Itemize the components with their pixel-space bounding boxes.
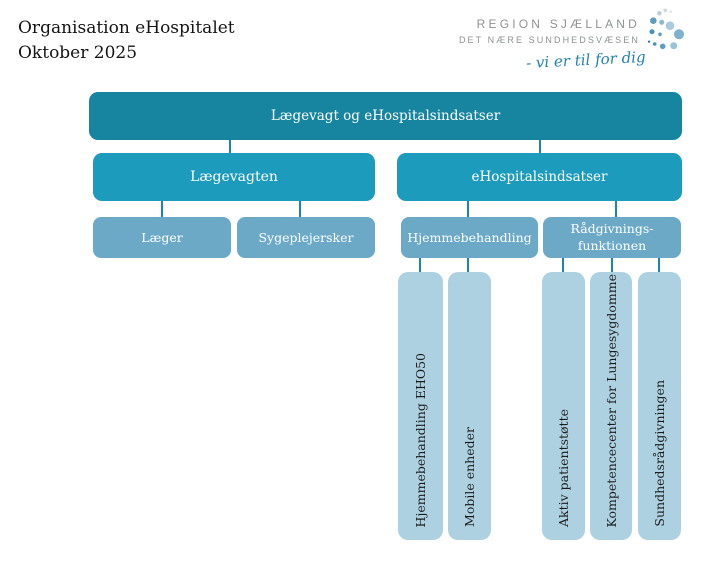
connector-line (419, 257, 421, 273)
connector-line (615, 200, 617, 218)
logo-dots-icon (647, 8, 684, 50)
org-box-sygeplejersker: Sygeplejersker (237, 217, 375, 258)
page-title-line1: Organisation eHospitalet (18, 18, 235, 38)
org-column-aktiv-patientstoette: Aktiv patientstøtte (542, 272, 585, 540)
org-column-label: Mobile enheder (462, 427, 477, 527)
page-title: Organisation eHospitalet Oktober 2025 (18, 16, 235, 66)
org-column-label: Sundhedsrådgivningen (652, 380, 667, 527)
org-column-hjemmebehandling-eho50: Hjemmebehandling EHO50 (398, 272, 443, 540)
org-box-laeger: Læger (93, 217, 231, 258)
org-box-root: Lægevagt og eHospitalsindsatser (89, 92, 682, 140)
org-box-hjemmebehandling: Hjemmebehandling (401, 217, 538, 258)
org-column-label: Aktiv patientstøtte (556, 408, 571, 527)
page-title-line2: Oktober 2025 (18, 43, 138, 63)
logo-subline: DET NÆRE SUNDHEDSVÆSEN (458, 35, 640, 45)
org-box-ehospitalsindsatser: eHospitalsindsatser (397, 153, 682, 201)
connector-line (611, 257, 613, 273)
org-box-raadgivningsfunktionen: Rådgivnings- funktionen (543, 217, 681, 258)
connector-line (562, 257, 564, 273)
connector-line (229, 139, 231, 154)
connector-line (467, 200, 469, 218)
logo-tagline: - vi er til for dig (526, 47, 647, 73)
connector-line (467, 257, 469, 273)
connector-line (161, 200, 163, 218)
connector-line (658, 257, 660, 273)
connector-line (299, 200, 301, 218)
org-column-mobile-enheder: Mobile enheder (448, 272, 491, 540)
logo-region-sjaelland: REGION SJÆLLAND (476, 17, 640, 31)
org-column-label: Kompetencecenter for Lungesygdomme (603, 273, 619, 527)
connector-line (539, 139, 541, 154)
org-column-sundhedsraadgivningen: Sundhedsrådgivningen (638, 272, 681, 540)
org-box-laegevagten: Lægevagten (93, 153, 375, 201)
org-column-kompetencecenter-lungesygdomme: Kompetencecenter for Lungesygdomme (590, 272, 632, 540)
org-column-label: Hjemmebehandling EHO50 (413, 352, 428, 527)
